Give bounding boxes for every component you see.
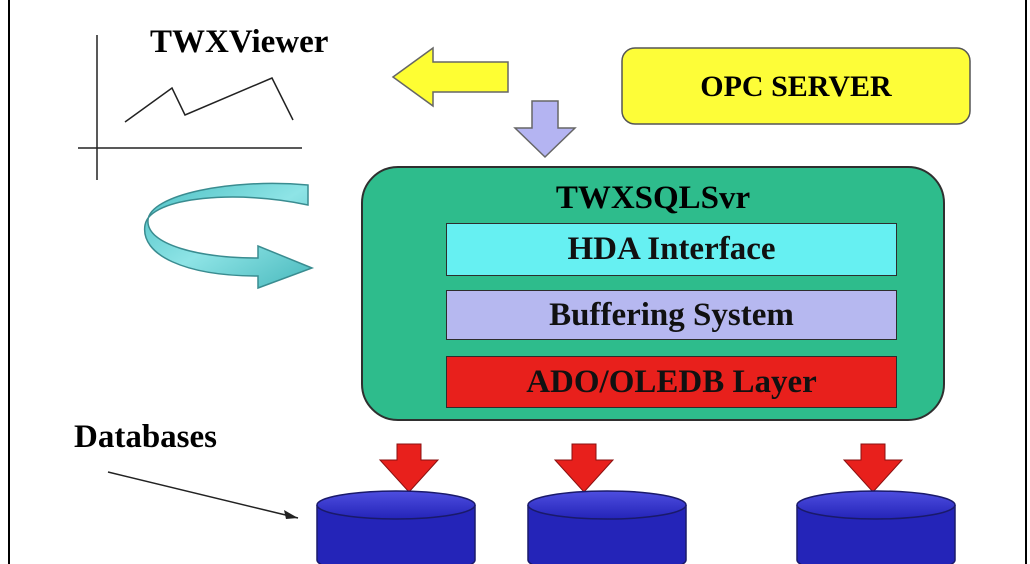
database-cylinder-1 bbox=[316, 490, 476, 564]
left-arrow-icon bbox=[391, 46, 509, 108]
database-cylinder-2 bbox=[527, 490, 687, 564]
opc-server-label: OPC SERVER bbox=[700, 70, 892, 103]
opc-server-box bbox=[621, 47, 971, 125]
database-arrows bbox=[378, 443, 904, 493]
ado-oledb-layer: ADO/OLEDB Layer bbox=[446, 356, 897, 408]
viewer-title: TWXViewer bbox=[150, 24, 329, 60]
db-arrow-2 bbox=[553, 443, 615, 493]
curved-arrow-icon bbox=[143, 182, 315, 290]
db-arrow-1 bbox=[378, 443, 440, 493]
hda-interface-layer: HDA Interface bbox=[446, 223, 897, 276]
viewer-chart-icon bbox=[78, 35, 302, 180]
buffering-system-layer: Buffering System bbox=[446, 290, 897, 340]
down-arrow-icon bbox=[513, 100, 577, 159]
database-cylinder-3 bbox=[796, 490, 956, 564]
server-title: TWXSQLSvr bbox=[555, 180, 751, 216]
databases-label: Databases bbox=[74, 419, 218, 455]
db-arrow-3 bbox=[842, 443, 904, 493]
databases-pointer-arrowhead bbox=[284, 510, 298, 519]
databases-pointer-line bbox=[107, 471, 299, 519]
